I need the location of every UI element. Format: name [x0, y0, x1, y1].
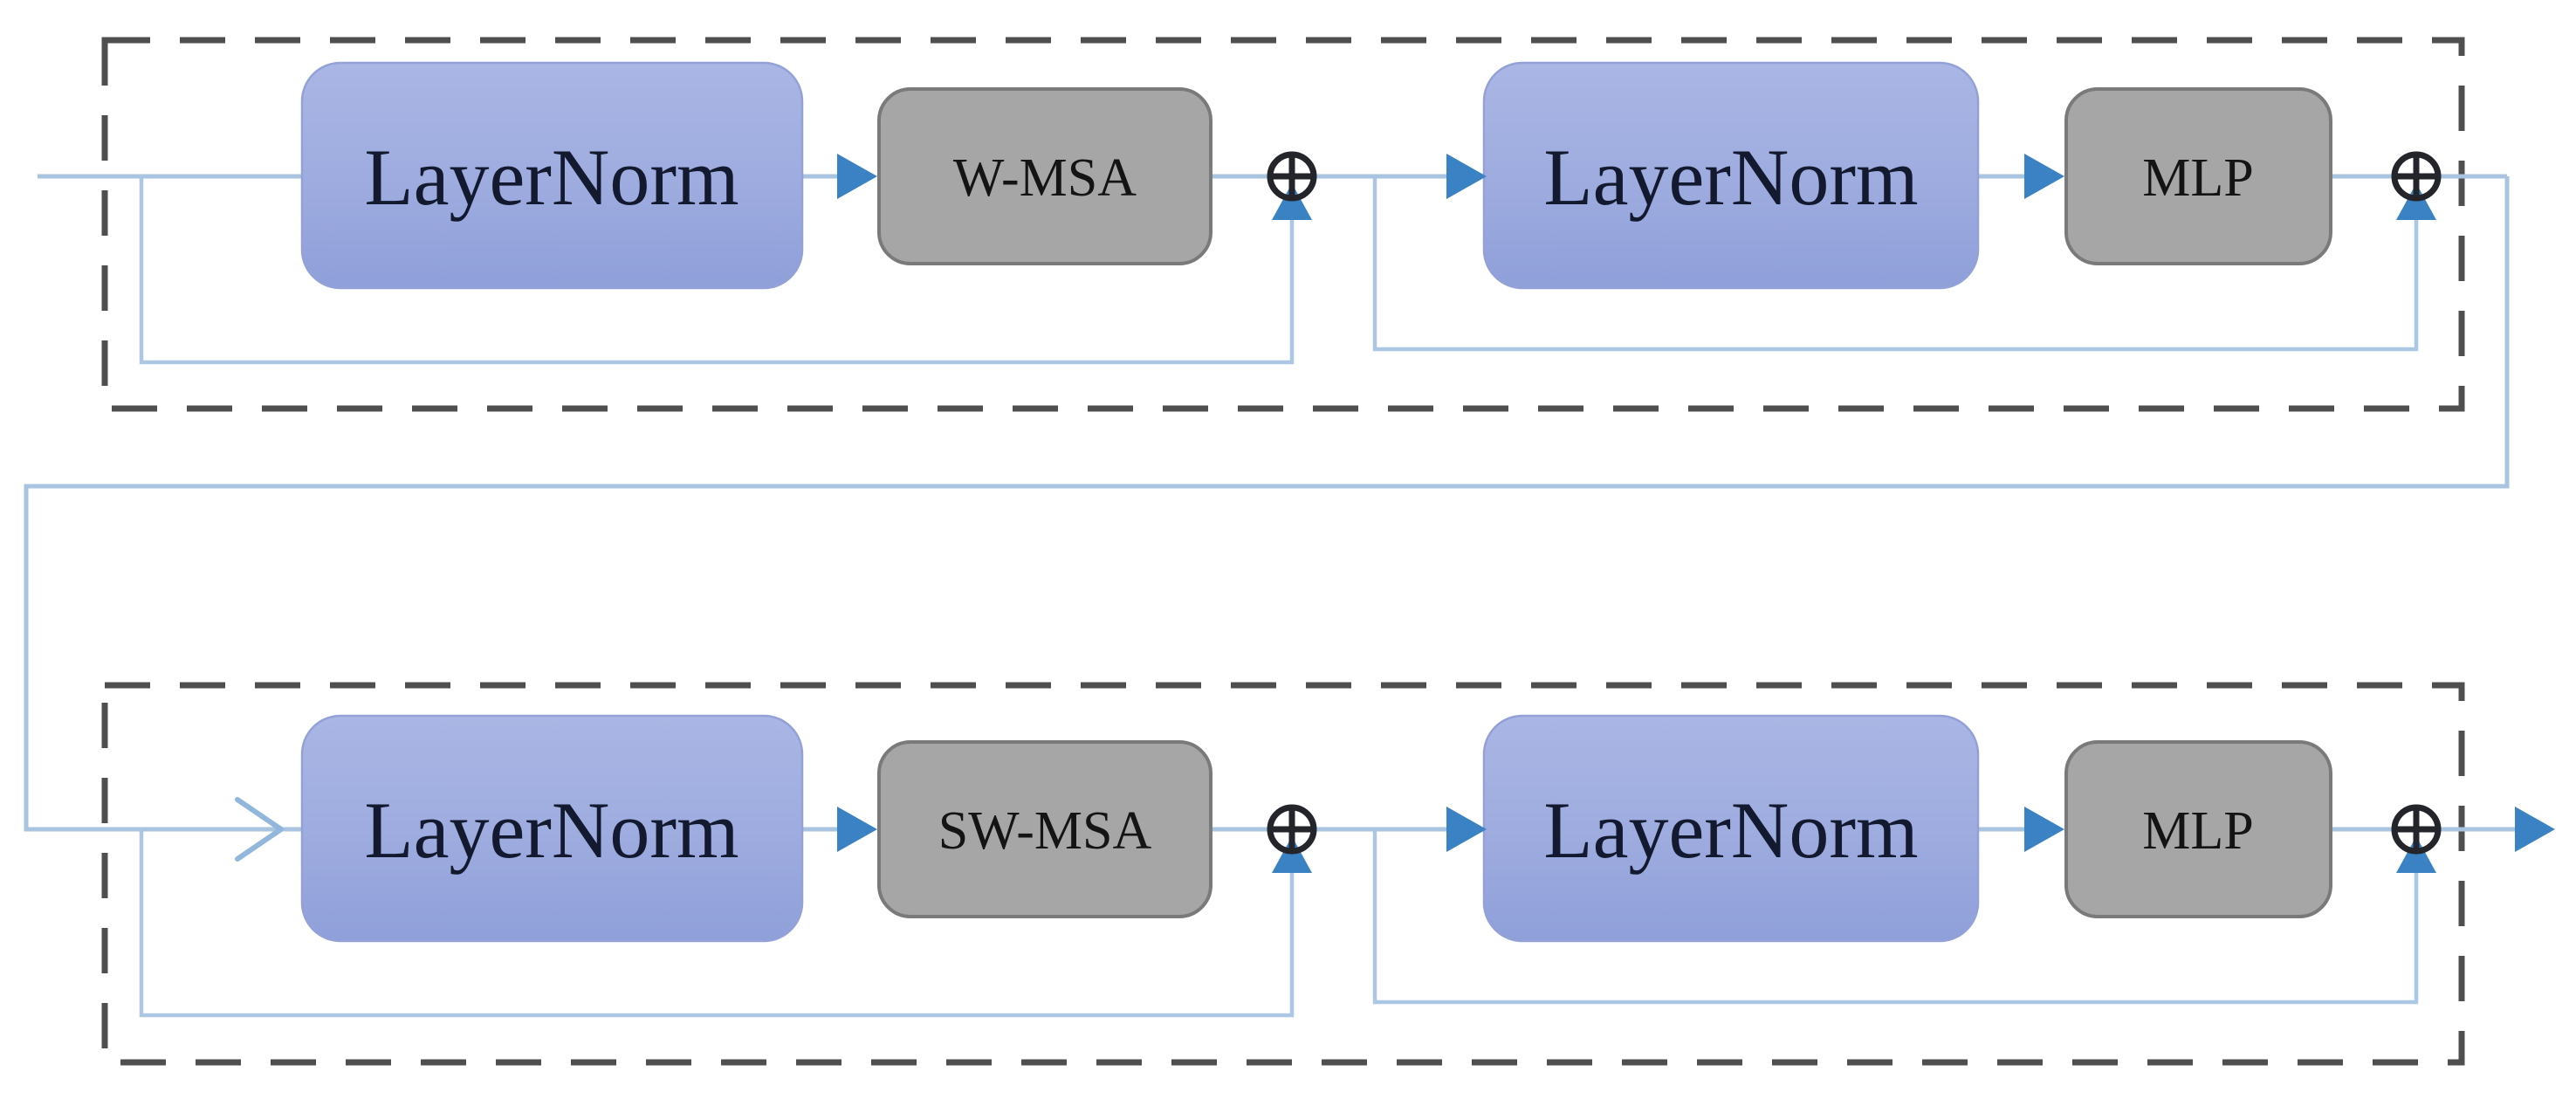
top-mlp-box [2064, 87, 2332, 265]
output-arrowhead-icon [2515, 807, 2555, 852]
bottom-mlp-box [2064, 740, 2332, 918]
arrowhead-into-top-mlp-icon [2024, 154, 2064, 199]
bottom-block-dashed-border [101, 682, 2465, 1066]
sw-msa-label: SW-MSA [938, 801, 1152, 861]
up-arrowhead-into-add-2-icon [2396, 183, 2436, 220]
bottom-layernorm-2-label: LayerNorm [1543, 786, 1918, 875]
bottom-residual-connector-2 [1372, 829, 2419, 1005]
add-operator-1-icon [1267, 151, 1317, 202]
arrowhead-into-swmsa-icon [837, 807, 877, 852]
wraparound-connector [24, 176, 2510, 832]
up-arrowhead-into-add-3-icon [1272, 836, 1312, 873]
bottom-residual-connector-1 [139, 829, 1295, 1018]
w-msa-label: W-MSA [953, 148, 1137, 208]
bottom-layernorm-1-box [300, 714, 804, 943]
up-arrowhead-into-add-4-icon [2396, 836, 2436, 873]
arrowhead-into-wmsa-icon [837, 154, 877, 199]
arrowhead-into-bottom-ln2-icon [1446, 807, 1487, 852]
add-operator-2-icon [2391, 151, 2442, 202]
top-residual-connector-1 [139, 176, 1295, 365]
chevron-arrow-icon [235, 797, 284, 862]
bottom-mlp-label: MLP [2142, 801, 2253, 861]
add-operator-3-icon [1267, 804, 1317, 855]
top-layernorm-2-label: LayerNorm [1543, 133, 1918, 222]
bottom-layernorm-1-label: LayerNorm [364, 786, 738, 875]
top-residual-connector-2 [1372, 176, 2419, 352]
sw-msa-box [877, 740, 1212, 918]
arrowhead-into-top-ln2-icon [1446, 154, 1487, 199]
add-operator-4-icon [2391, 804, 2442, 855]
top-block-dashed-border [101, 37, 2465, 412]
top-layernorm-1-label: LayerNorm [364, 133, 738, 222]
top-mlp-label: MLP [2142, 148, 2253, 208]
w-msa-box [877, 87, 1212, 265]
up-arrowhead-into-add-1-icon [1272, 183, 1312, 220]
arrowhead-into-bottom-mlp-icon [2024, 807, 2064, 852]
top-layernorm-1-box [300, 61, 804, 290]
